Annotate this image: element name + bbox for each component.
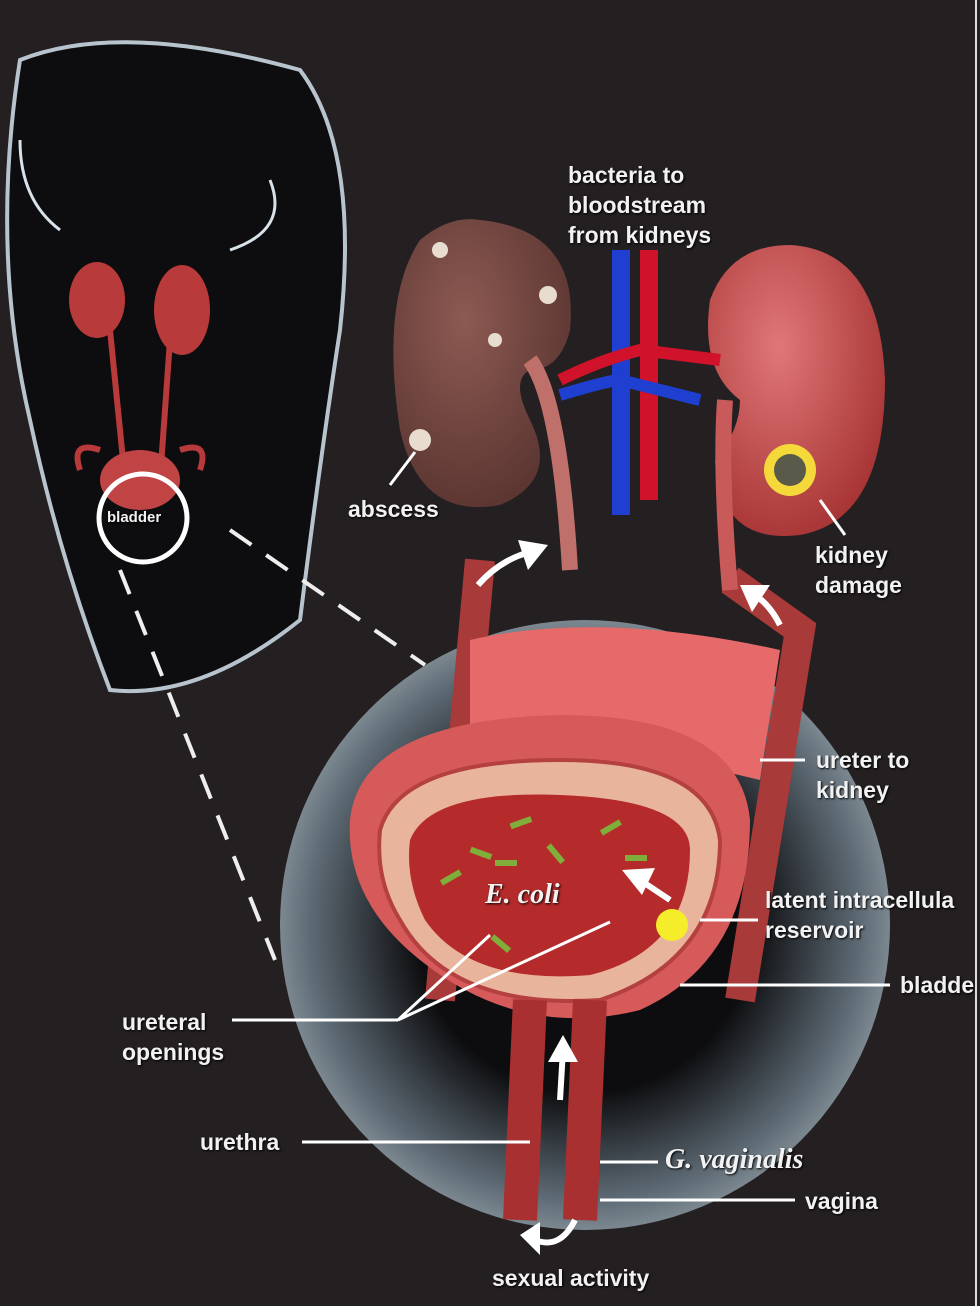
bacteria-cluster: [439, 816, 647, 954]
label-line: ureter to: [816, 747, 910, 773]
label-reservoir: latent intracellula reservoir: [765, 885, 954, 945]
label-bloodstream: bacteria to bloodstream from kidneys: [568, 160, 711, 250]
label-g-vaginalis: G. vaginalis: [665, 1144, 804, 1175]
label-line: reservoir: [765, 917, 864, 943]
reservoir-burst: [656, 909, 688, 941]
body-silhouette: [5, 40, 347, 694]
label-kidney-damage: kidney damage: [815, 540, 902, 600]
zoom-dashed-lines: [118, 528, 427, 961]
label-bladder: bladde: [900, 972, 975, 998]
label-abscess: abscess: [348, 496, 439, 522]
bladder-cross-section: [349, 627, 780, 1221]
label-line: from kidneys: [568, 222, 712, 248]
label-ureter: ureter to kidney: [816, 745, 909, 805]
arrows: [475, 540, 783, 1255]
label-line: latent intracellula: [765, 887, 955, 913]
label-line: ureteral: [122, 1009, 207, 1035]
label-ecoli: E. coli: [485, 879, 560, 910]
label-line: kidney: [815, 542, 888, 568]
label-line: kidney: [816, 777, 889, 803]
label-line: damage: [815, 572, 902, 598]
bladder-highlight-circle: [96, 471, 190, 565]
leader-lines: [232, 451, 890, 1202]
label-vagina: vagina: [805, 1188, 878, 1214]
infected-kidney-left: [393, 219, 578, 571]
label-line: bacteria to: [568, 162, 685, 188]
label-bladder-small: bladder: [107, 509, 162, 526]
damaged-kidney-right: [708, 245, 885, 591]
label-sexual-activity: sexual activity: [492, 1265, 650, 1291]
blood-vessels: [557, 250, 721, 515]
right-edge-line: [975, 0, 977, 1306]
label-ureteral-openings: ureteral openings: [122, 1007, 224, 1067]
label-line: openings: [122, 1039, 225, 1065]
label-urethra: urethra: [200, 1129, 280, 1155]
label-line: bloodstream: [568, 192, 707, 218]
